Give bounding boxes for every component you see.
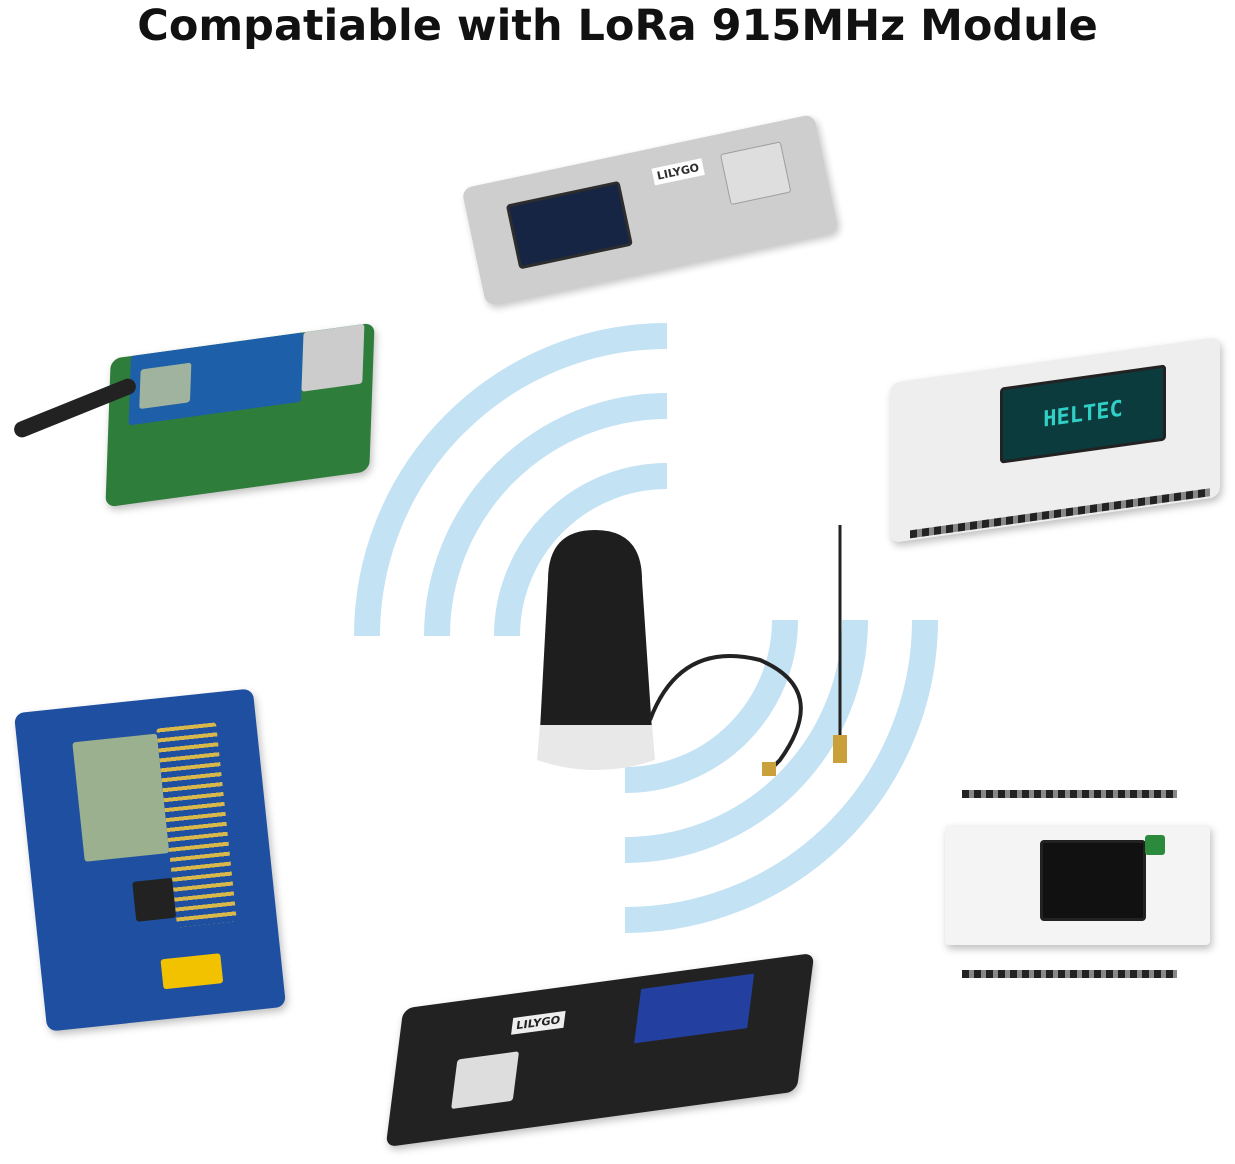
signal-arc-left-inner [494, 463, 668, 637]
signal-arc-left-middle [424, 393, 668, 637]
heltec-logo: HELTEC [1043, 395, 1123, 433]
pin-header-bottom [962, 970, 1177, 978]
signal-arc-right-inner [624, 619, 798, 793]
signal-arc-right-outer [624, 619, 938, 933]
lilygo-logo-bottom: LILYGO [511, 1010, 566, 1035]
lilygo-logo: LILYGO [651, 158, 705, 186]
signal-arc-left-outer [354, 323, 668, 637]
pin-header-top [962, 790, 1177, 798]
signal-arc-right-middle [624, 619, 868, 863]
antenna-icon [537, 525, 847, 776]
product-heltec-v3-board [945, 825, 1210, 945]
page-title: Compatiable with LoRa 915MHz Module [137, 1, 1098, 51]
product-waveshare-lora-hat [13, 688, 287, 1032]
